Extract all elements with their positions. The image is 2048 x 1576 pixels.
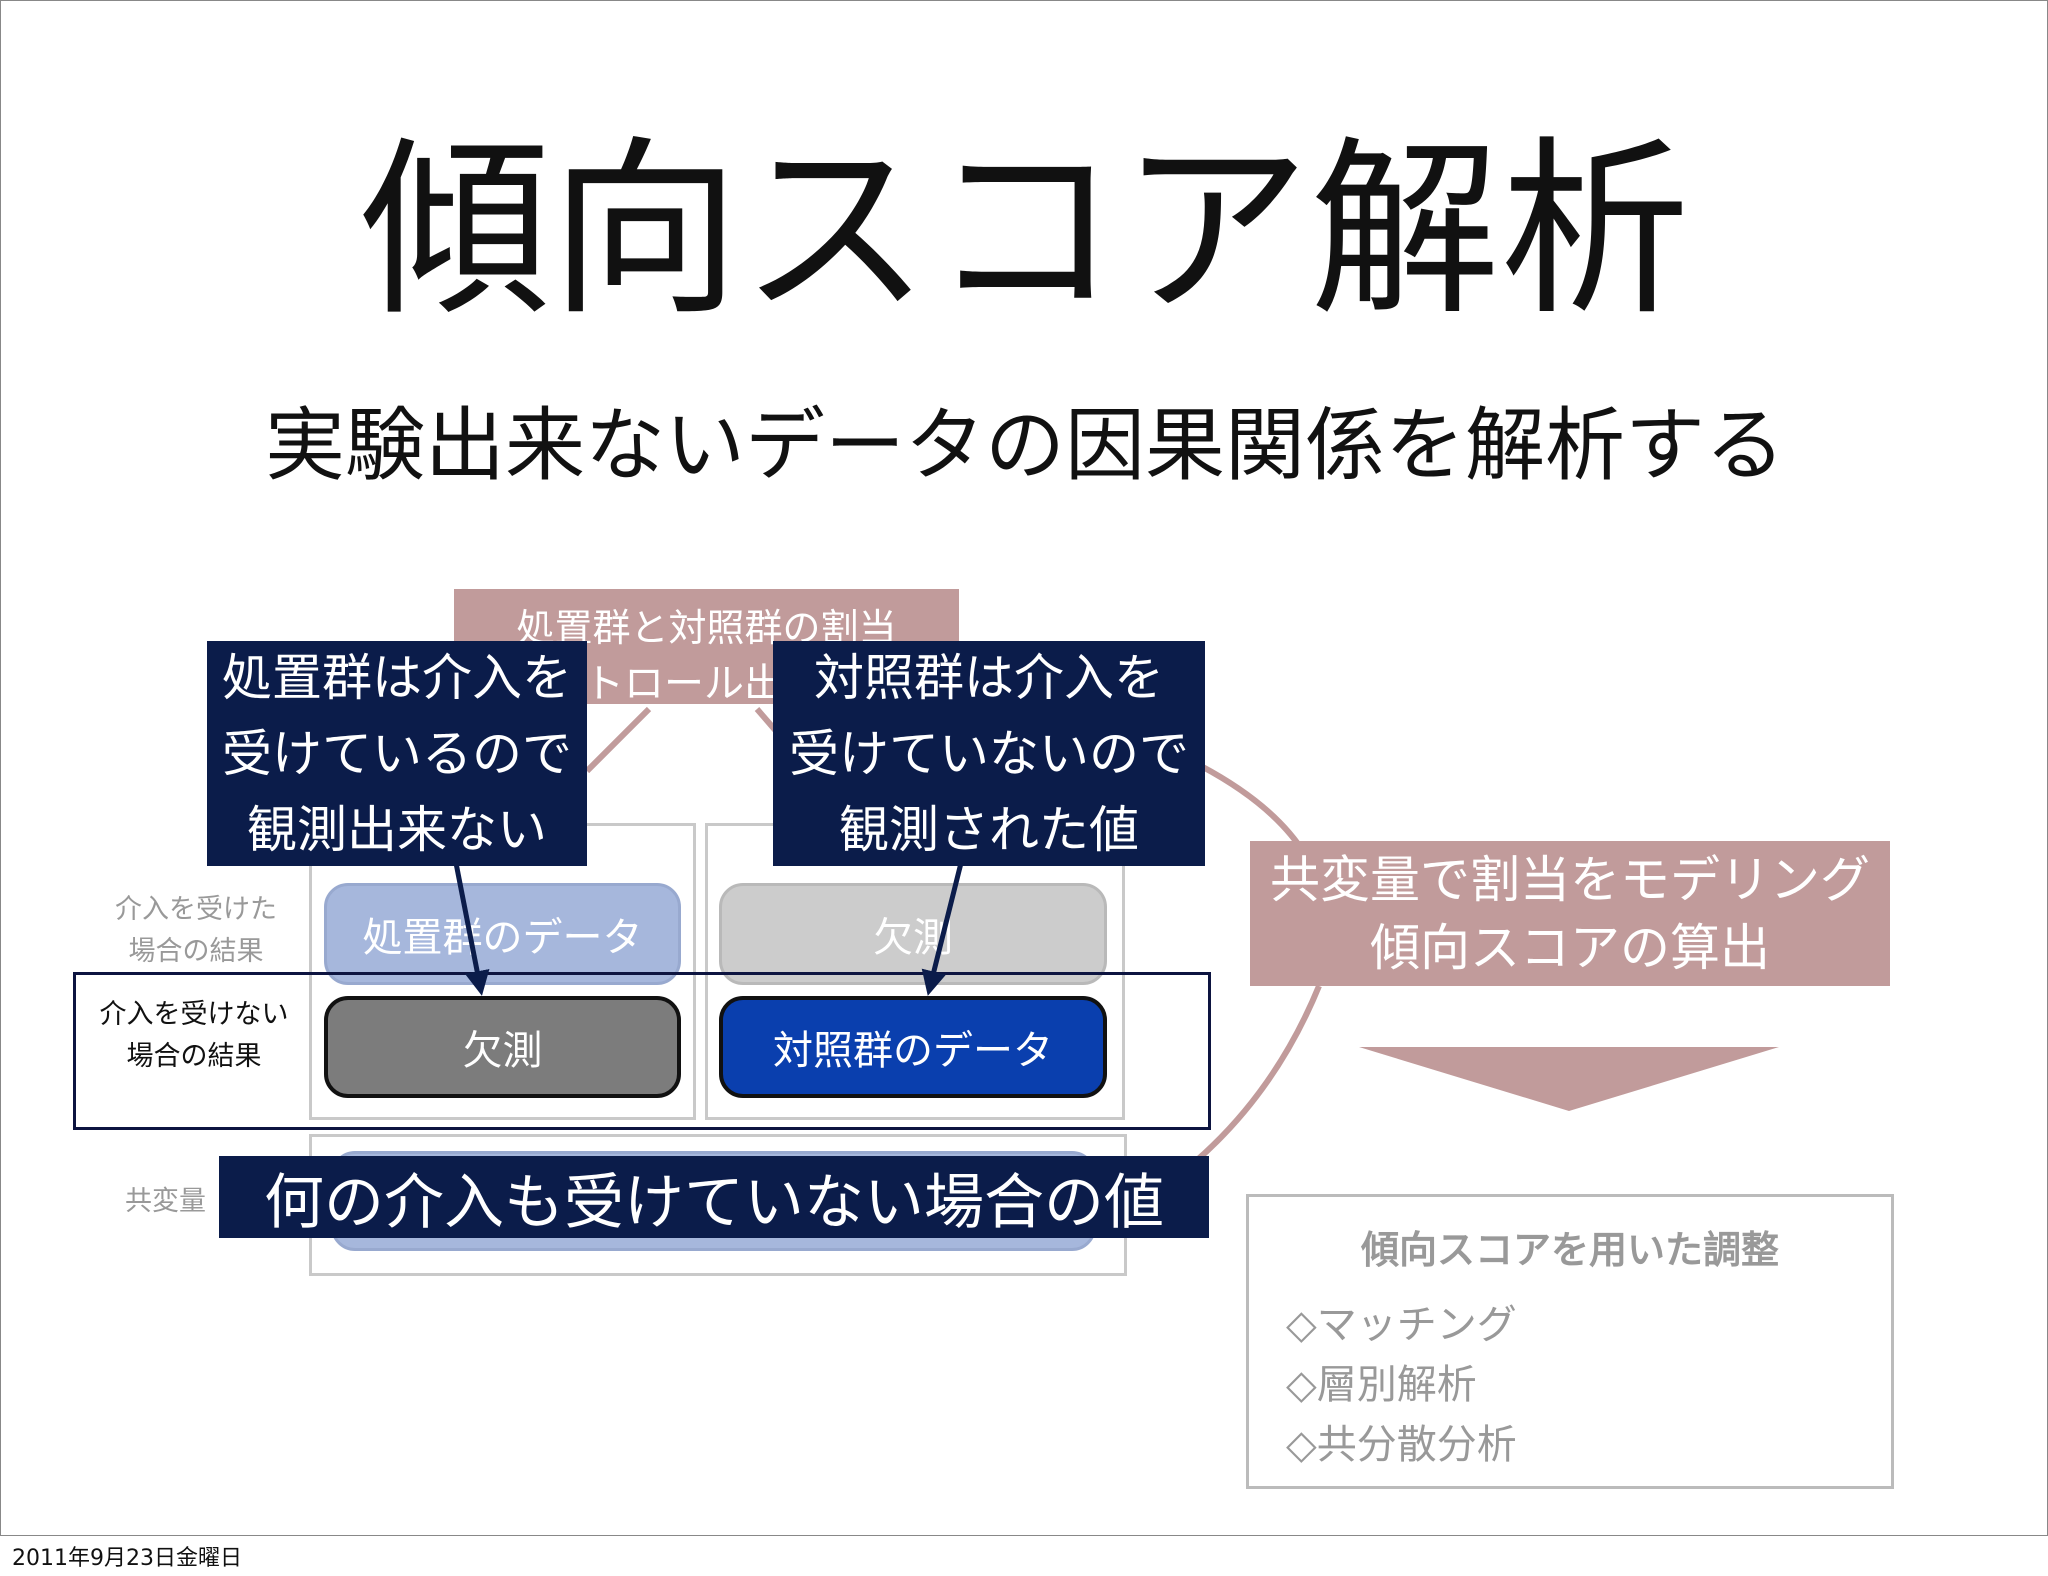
row-label-untreated: 介入を受けない 場合の結果 — [99, 999, 289, 1072]
arrow-left — [453, 862, 490, 996]
adjustment-box: 傾向スコアを用いた調整 ◇マッチング ◇層別解析 ◇共分散分析 — [1246, 1194, 1894, 1489]
modeling-line-2: 傾向スコアの算出 — [1370, 918, 1770, 977]
adjustment-item: ◇共分散分析 — [1286, 1422, 1517, 1468]
row-label-treated: 介入を受けた 場合の結果 — [115, 894, 277, 967]
footer-date: 2011年9月23日金曜日 — [12, 1546, 242, 1571]
adjustment-item: ◇マッチング — [1286, 1302, 1517, 1348]
adjustment-item: ◇層別解析 — [1286, 1362, 1477, 1408]
treated-data-cell: 処置群のデータ — [324, 883, 681, 985]
missing-cell-bottom: 欠測 — [324, 996, 681, 1098]
row-label-covariate: 共変量 — [125, 1186, 206, 1217]
curve-from-model — [1194, 984, 1322, 1164]
down-arrow-shape — [1359, 1047, 1779, 1111]
line-assign-right — [754, 707, 779, 733]
modeling-box: 共変量で割当をモデリング 傾向スコアの算出 — [1250, 841, 1890, 986]
slide-title: 傾向スコア解析 — [359, 120, 1690, 341]
control-data-cell: 対照群のデータ — [719, 996, 1107, 1098]
arrow-right — [921, 862, 964, 996]
callout-counterfactual: 何の介入も受けていない場合の値 — [219, 1156, 1209, 1238]
highlight-frame — [73, 972, 1211, 1130]
line-assign-left — [584, 706, 652, 774]
slide: 傾向スコア解析 実験出来ないデータの因果関係を解析する 処置群と対照群の割当 ト… — [0, 0, 2048, 1536]
modeling-line-1: 共変量で割当をモデリング — [1270, 850, 1870, 909]
callout-control: 対照群は介入を 受けていないので 観測された値 — [773, 641, 1205, 866]
callout-arrows — [453, 862, 964, 996]
missing-cell-top: 欠測 — [719, 883, 1107, 985]
connector-lines — [584, 706, 1779, 1164]
callout-treated: 処置群は介入を 受けているので 観測出来ない — [207, 641, 587, 866]
assignment-subtitle: トロール出 — [584, 661, 784, 707]
slide-subtitle: 実験出来ないデータの因果関係を解析する — [265, 399, 1785, 492]
adjustment-title: 傾向スコアを用いた調整 — [1360, 1228, 1779, 1272]
